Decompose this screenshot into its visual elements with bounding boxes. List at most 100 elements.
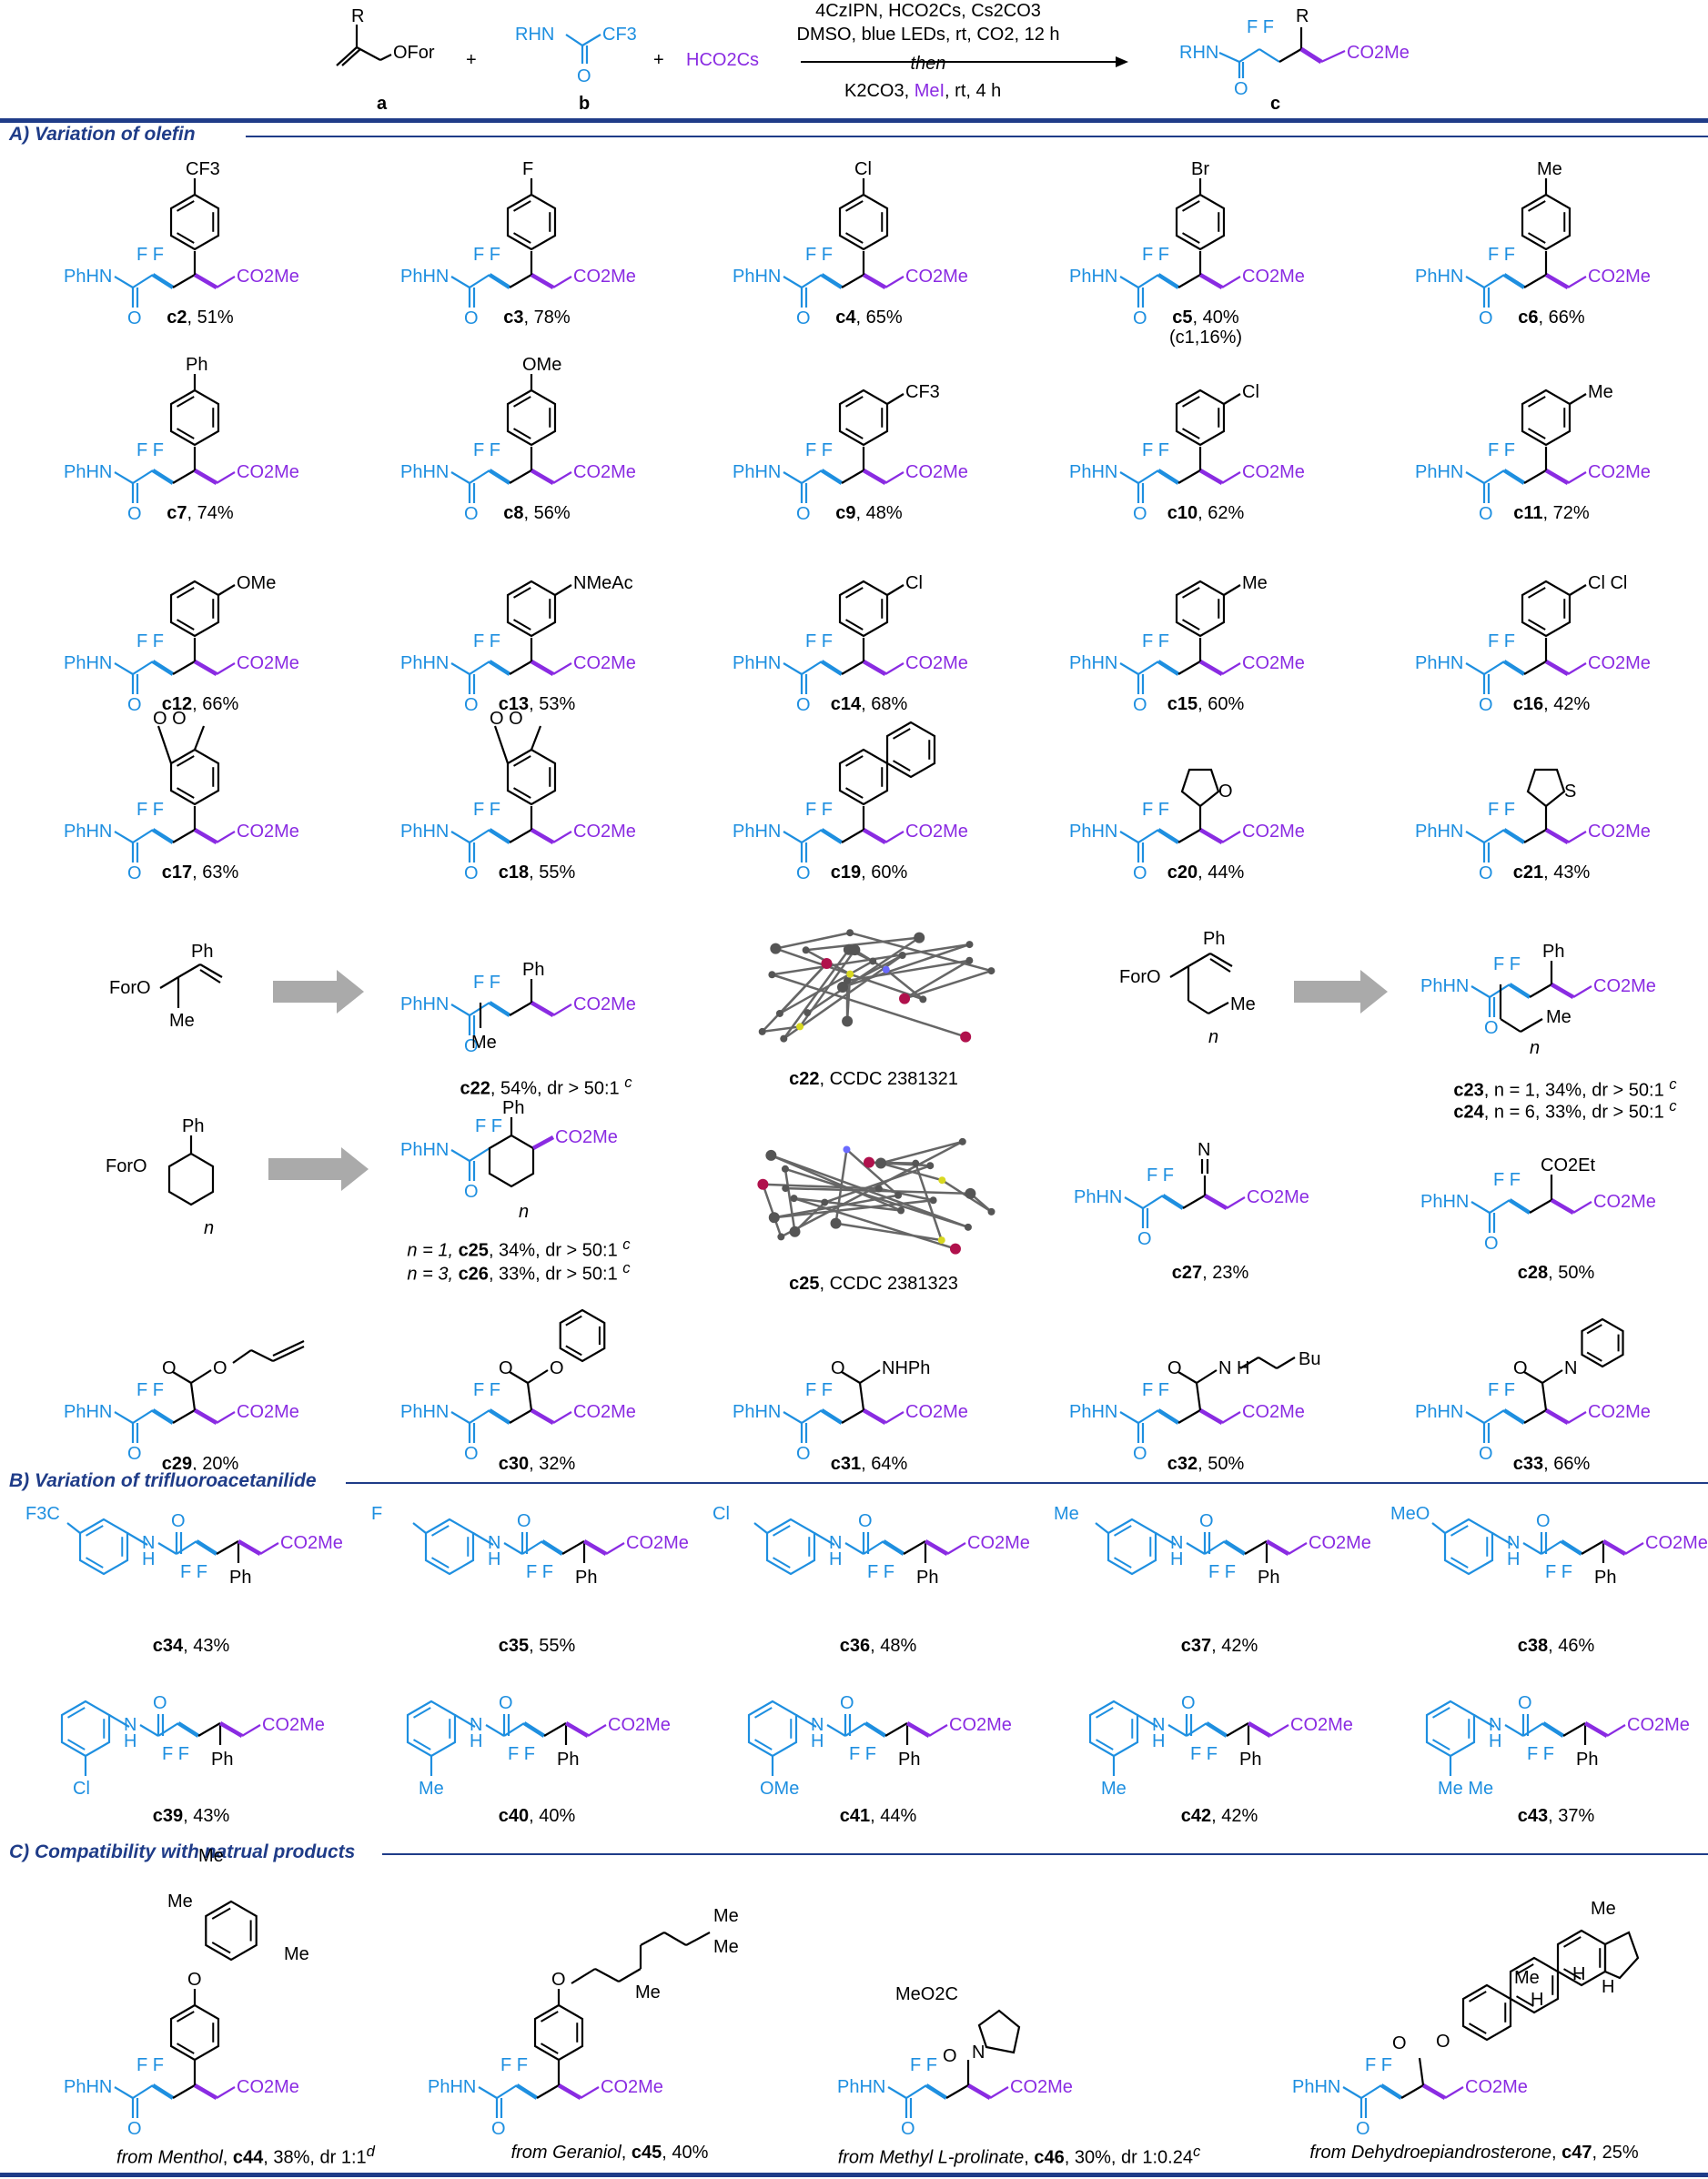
c20-ff: F F bbox=[1142, 800, 1169, 820]
c22-rest: , 54%, dr > 50:1 bbox=[490, 1078, 625, 1099]
c22-carbonyl-o: O bbox=[464, 1036, 479, 1056]
c16-carbonyl-o: O bbox=[1479, 695, 1493, 715]
bond bbox=[509, 661, 532, 675]
aromatic-bond bbox=[845, 232, 864, 244]
c29-phhn: PhHN bbox=[64, 1402, 112, 1422]
c5-sep: , bbox=[1192, 308, 1203, 328]
conditions-k2co3: K2CO3, bbox=[844, 81, 915, 101]
bond bbox=[605, 1542, 625, 1555]
c47-rest: , 25% bbox=[1592, 2143, 1639, 2163]
aromatic-bond bbox=[1182, 232, 1200, 244]
bond bbox=[1177, 469, 1201, 484]
c12-sep: , bbox=[192, 694, 203, 714]
c42-aryl-sub: Me bbox=[1101, 1779, 1127, 1799]
c46-n: N bbox=[972, 2043, 985, 2063]
bond bbox=[1567, 276, 1587, 288]
reagent-b-label: b bbox=[579, 94, 590, 114]
c5-label: c5 bbox=[1172, 308, 1193, 328]
crystal-atom bbox=[770, 943, 782, 954]
bond bbox=[151, 828, 175, 844]
c3-ester: CO2Me bbox=[573, 267, 636, 287]
c7-yield: 74% bbox=[197, 503, 234, 523]
arrow-holder-1-svg bbox=[273, 970, 364, 1014]
c22-phhn: PhHN bbox=[400, 994, 449, 1014]
crystal-bond bbox=[761, 963, 828, 1033]
c8-phhn: PhHN bbox=[400, 462, 449, 482]
bond bbox=[1444, 2086, 1464, 2099]
bond bbox=[218, 1721, 244, 1738]
c46-amide-o: O bbox=[943, 2046, 957, 2066]
aromatic-bond bbox=[177, 755, 195, 767]
c45-ester: CO2Me bbox=[601, 2077, 663, 2097]
c38-aryl-ring bbox=[1443, 1518, 1494, 1576]
c43-nh-n: N bbox=[1489, 1715, 1501, 1735]
c27-phhn: PhHN bbox=[1074, 1187, 1122, 1207]
c26-pre: n = 3, bbox=[407, 1264, 459, 1285]
c22-xray-caption: c22, CCDC 2381321 bbox=[737, 1069, 1010, 1090]
c22-ph: Ph bbox=[522, 960, 544, 980]
bond bbox=[197, 1722, 221, 1737]
c43-label: c43 bbox=[1517, 1806, 1549, 1826]
crystal-atom bbox=[757, 1178, 769, 1190]
c17-ff: F F bbox=[136, 800, 164, 820]
crystal-bond bbox=[805, 936, 920, 952]
crystal-c25-svg bbox=[757, 1137, 995, 1255]
c6-ff: F F bbox=[1488, 245, 1515, 265]
bond bbox=[801, 661, 823, 675]
c7-ff: F F bbox=[136, 440, 164, 460]
bond bbox=[527, 1369, 549, 1384]
c44-sep: , bbox=[222, 2147, 233, 2168]
c36-yield: 48% bbox=[880, 1636, 917, 1656]
c4-substituent: Cl bbox=[854, 159, 872, 179]
c30-sub: O bbox=[550, 1358, 564, 1378]
section-c-title: C) Compatibility with natrual products bbox=[9, 1841, 367, 1863]
c41-nh-h: H bbox=[811, 1731, 824, 1751]
c40-nh-h: H bbox=[470, 1731, 482, 1751]
bond bbox=[1550, 983, 1575, 999]
crystal-atom bbox=[965, 1187, 976, 1199]
bond bbox=[1567, 471, 1587, 484]
bond bbox=[216, 276, 236, 288]
c6-carbonyl-o: O bbox=[1479, 308, 1493, 328]
c36-ph: Ph bbox=[916, 1568, 938, 1588]
bond bbox=[193, 273, 218, 289]
c44-sup: d bbox=[366, 2143, 375, 2160]
conditions-line-3: K2CO3, MeI, rt, 4 h bbox=[844, 81, 1001, 101]
c14-caption: c14, 68% bbox=[778, 694, 960, 715]
bond bbox=[1544, 660, 1570, 676]
bond bbox=[1544, 273, 1570, 289]
bond bbox=[1119, 1411, 1139, 1424]
c4-label: c4 bbox=[835, 308, 856, 328]
c34-ff: F F bbox=[180, 1562, 207, 1582]
c12-label: c12 bbox=[161, 694, 193, 714]
c34-o: O bbox=[171, 1511, 186, 1531]
bond bbox=[176, 1540, 197, 1555]
c30-caption: c30, 32% bbox=[428, 1454, 646, 1475]
bond bbox=[884, 831, 905, 843]
crystal-atom bbox=[965, 941, 974, 949]
bond bbox=[1137, 1409, 1159, 1424]
crystal-atom bbox=[894, 1191, 903, 1199]
c18-caption: c18, 55% bbox=[446, 863, 628, 883]
bond bbox=[1491, 1532, 1513, 1546]
bond bbox=[199, 963, 223, 978]
c36-ff: F F bbox=[867, 1562, 894, 1582]
c28-label: c28 bbox=[1517, 1263, 1549, 1283]
crystal-atom bbox=[802, 946, 810, 954]
c25-ff: F F bbox=[475, 1116, 502, 1136]
c19-caption: c19, 60% bbox=[778, 863, 960, 883]
reagent-a-structure bbox=[336, 25, 392, 66]
crystal-c22 bbox=[737, 910, 1010, 1064]
crystal-bond bbox=[775, 932, 851, 950]
bond bbox=[561, 1540, 585, 1555]
sm2-n: n bbox=[1208, 1027, 1218, 1047]
